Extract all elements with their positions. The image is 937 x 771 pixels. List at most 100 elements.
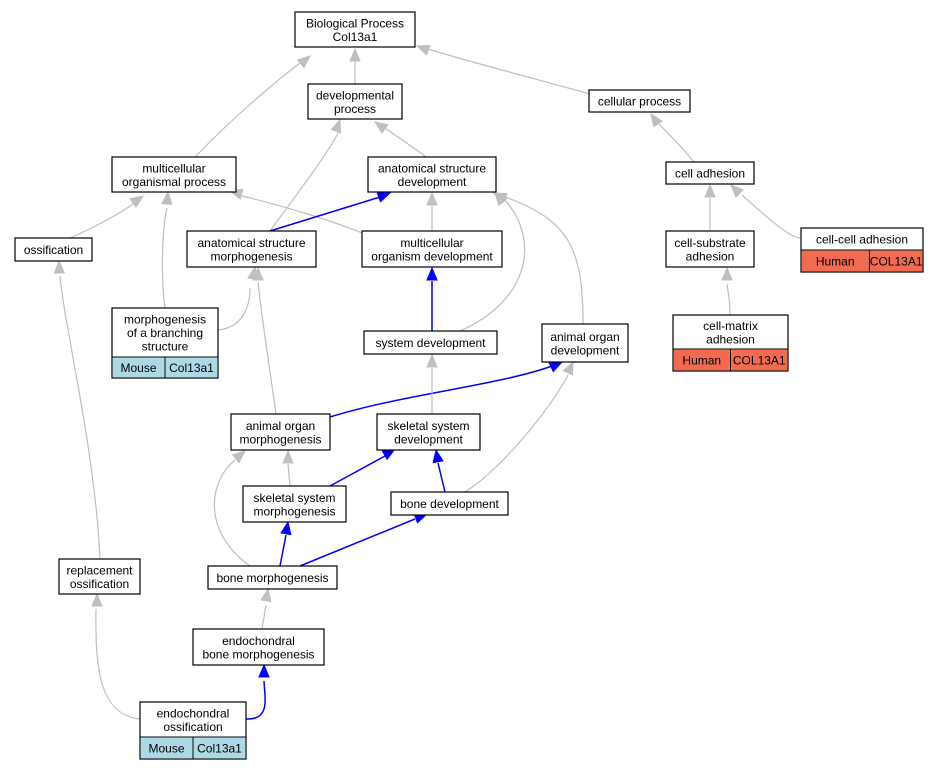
node-label-line: replacement [66,563,133,577]
edge [373,121,427,158]
edge-highlighted [432,448,446,493]
node-label-line: Col13a1 [333,30,378,44]
edge [194,55,311,158]
edge [464,360,574,493]
arrowhead-icon [258,663,270,678]
node-bonem[interactable]: bone morphogenesis [207,565,338,590]
gene-label: COL13A1 [870,255,923,269]
arrowhead-icon [349,47,361,62]
node-label-line: organism development [371,249,493,263]
node-box [367,156,497,193]
gene-label: COL13A1 [733,354,786,368]
node-label-line: development [394,432,463,446]
node-label-line: multicellular [400,236,463,250]
edge-highlighted [279,520,292,567]
edge [650,112,695,163]
node-ossif[interactable]: ossification [14,237,93,262]
node-box [186,230,317,268]
node-label-line: morphogenesis [210,249,292,263]
node-box [361,230,503,268]
edge [282,449,294,487]
edge [426,191,438,231]
edge [91,592,141,720]
gene-cell [193,737,246,759]
arrowhead-icon [373,121,389,134]
node-box [390,491,509,516]
node-label-line: cell-substrate [674,236,746,250]
species-cell [801,250,869,272]
edge-highlighted [329,448,397,487]
node-label-line: skeletal system [253,491,335,505]
arrowhead-icon [730,184,744,198]
arrowhead-icon [721,266,733,281]
node-sysdev[interactable]: system development [363,330,498,355]
edge [53,259,101,560]
arrowhead-icon [704,183,716,198]
node-label-line: system development [375,336,486,350]
node-label-line: anatomical structure [197,236,305,250]
species-label: Human [682,354,721,368]
node-label-line: development [398,175,467,189]
node-box [207,565,338,590]
arrowhead-icon [650,112,663,128]
node-label-line: of a branching [127,326,203,340]
node-label-line: multicellular [142,161,205,175]
arrowhead-icon [432,448,444,464]
node-label-line: structure [142,340,189,354]
node-label-line: endochondral [157,706,230,720]
node-celladh[interactable]: cell adhesion [665,161,755,185]
node-label-line: bone morphogenesis [202,647,314,661]
arrowhead-icon [426,191,438,206]
node-box [230,413,331,451]
node-box [294,11,416,48]
arrowhead-icon [231,450,246,464]
node-bonedev[interactable]: bone development [390,491,509,516]
edge [260,587,272,630]
edge [349,47,361,84]
edge [492,192,584,325]
node-box [307,83,403,120]
node-label-line: cell-cell adhesion [816,233,908,247]
node-label-line: Biological Process [306,16,404,30]
species-cell [112,357,165,378]
node-box [363,330,498,355]
arrowhead-icon [562,360,574,376]
edge-highlighted [269,191,392,232]
node-box [665,230,755,268]
node-cellproc[interactable]: cellular process [588,89,691,113]
arrowhead-icon [492,192,508,204]
edge [426,353,438,414]
node-label-line: endochondral [222,634,295,648]
node-label-line: morphogenesis [124,313,206,327]
node-label-line: development [551,343,620,357]
node-box [192,628,325,666]
species-cell [140,737,193,759]
arrowhead-icon [548,361,564,373]
arrowhead-icon [161,190,173,205]
edge [721,266,733,316]
arrowhead-icon [53,259,66,274]
species-label: Human [816,255,855,269]
node-box [588,89,691,113]
node-label-line: morphogenesis [253,504,335,518]
species-cell [673,349,730,371]
edge-highlighted [426,266,438,331]
